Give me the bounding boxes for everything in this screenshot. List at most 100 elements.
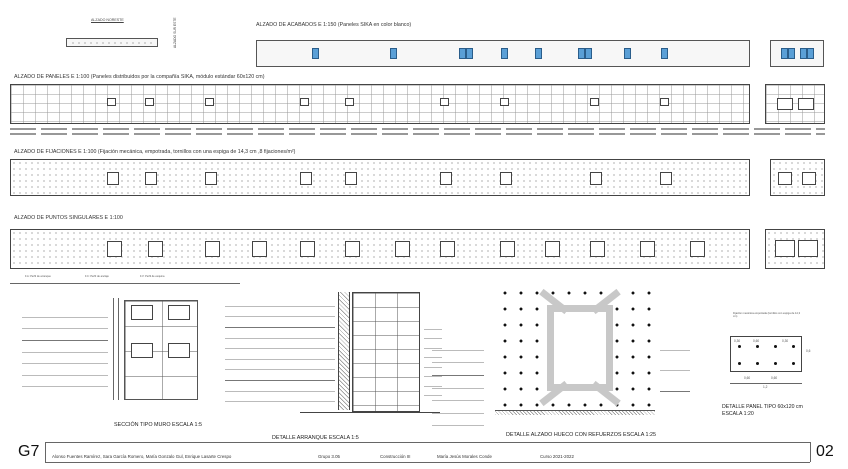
panel-tipo-dim: 0,30	[782, 339, 789, 343]
paneles-opening	[500, 98, 509, 106]
fijaciones-opening	[145, 172, 157, 185]
arranque-left-annotations	[225, 296, 335, 406]
seccion-panel-inset	[131, 343, 153, 358]
seccion-annotations	[22, 306, 108, 396]
fijaciones-opening	[300, 172, 312, 185]
fijaciones-elevation	[10, 159, 750, 196]
acabados-window	[535, 48, 542, 59]
seccion-panel-inset	[131, 305, 153, 320]
seccion-panel-inset	[168, 343, 190, 358]
acabados-window	[781, 48, 788, 59]
arranque-hatch-column	[338, 292, 350, 410]
puntos-opening	[252, 241, 267, 257]
puntos-opening	[107, 241, 122, 257]
puntos-opening	[640, 241, 655, 257]
panel-tipo-dim: 1,2	[763, 385, 768, 389]
acabados-window	[312, 48, 319, 59]
puntos-opening	[345, 241, 360, 257]
acabados-window	[788, 48, 795, 59]
fijaciones-opening	[778, 172, 792, 185]
acabados-window	[624, 48, 631, 59]
footer-sheet-number: 02	[816, 443, 834, 460]
acabados-window	[578, 48, 585, 59]
paneles-opening	[590, 98, 599, 106]
alzado-sureste-label: ALZADO SUR ESTE	[173, 17, 177, 48]
seccion-wall-line	[113, 298, 114, 400]
footer-curso: Curso 2021-2022	[540, 454, 574, 459]
legend-item-esquina: F.V: Perfil de esquina	[140, 275, 165, 278]
panel-types-legend	[10, 128, 825, 138]
puntos-elevation	[10, 229, 750, 269]
fijaciones-opening	[660, 172, 672, 185]
legend-item-arranque: F.A: Perfil de arranque	[25, 275, 51, 278]
puntos-opening	[300, 241, 315, 257]
fijaciones-opening	[500, 172, 512, 185]
paneles-elevation	[10, 84, 750, 124]
paneles-opening	[345, 98, 354, 106]
alzado-noreste-pattern	[70, 40, 154, 45]
fijaciones-opening	[802, 172, 816, 185]
hueco-base-hatch	[495, 411, 655, 415]
acabados-window	[501, 48, 508, 59]
puntos-opening	[395, 241, 410, 257]
legend-rule	[10, 283, 240, 284]
panel-tipo-fixing-point	[756, 362, 759, 365]
hueco-reinforcement	[547, 305, 613, 391]
puntos-opening	[590, 241, 605, 257]
acabados-window	[390, 48, 397, 59]
panel-tipo-fixing-point	[738, 345, 741, 348]
paneles-opening	[205, 98, 214, 106]
seccion-wall-line	[118, 298, 119, 400]
puntos-opening	[205, 241, 220, 257]
panel-tipo-dim-line	[730, 383, 802, 384]
acabados-window	[585, 48, 592, 59]
legend-item-anclaje: F.C: Perfil de anclaje	[85, 275, 109, 278]
arranque-caption: DETALLE ARRANQUE ESCALA 1:5	[272, 435, 359, 441]
footer-right-rule	[810, 442, 811, 462]
acabados-window	[661, 48, 668, 59]
puntos-opening	[440, 241, 455, 257]
paneles-opening	[145, 98, 154, 106]
paneles-opening	[300, 98, 309, 106]
hueco-caption: DETALLE ALZADO HUECO CON REFUERZOS ESCAL…	[506, 432, 656, 438]
fijaciones-title: ALZADO DE FIJACIONES E 1:100 (Fijación m…	[14, 149, 296, 155]
footer-authors: Alonso Fuentes Ramírez, Sara García Rome…	[52, 454, 232, 459]
acabados-window	[807, 48, 814, 59]
hueco-base-line	[495, 410, 655, 411]
panel-tipo-caption-1: DETALLE PANEL TIPO 60x120 cm	[722, 404, 803, 410]
fijaciones-opening	[440, 172, 452, 185]
panel-tipo-fixing-point	[792, 362, 795, 365]
acabados-side-elevation	[770, 40, 824, 67]
panel-tipo-dim: 0,30	[734, 339, 741, 343]
acabados-window	[459, 48, 466, 59]
panel-tipo-note: Fijación mecánica empotrada (tornillos c…	[733, 312, 801, 319]
panel-tipo-dim: 0,60	[771, 376, 778, 380]
panel-tipo-fixing-point	[774, 362, 777, 365]
footer-left-rule	[45, 442, 46, 462]
paneles-side-elevation	[765, 84, 825, 124]
arranque-ground-line	[300, 412, 440, 413]
acabados-window	[800, 48, 807, 59]
panel-tipo-dim: 0,60	[744, 376, 751, 380]
seccion-caption: SECCIÓN TIPO MURO ESCALA 1:5	[114, 422, 202, 428]
footer-top-rule	[45, 442, 810, 443]
seccion-panel-inset	[168, 305, 190, 320]
puntos-opening	[690, 241, 705, 257]
hueco-annotations	[432, 338, 484, 426]
acabados-title: ALZADO DE ACABADOS E 1:150 (Paneles SIKA…	[256, 22, 412, 28]
paneles-opening	[798, 98, 814, 110]
puntos-opening	[500, 241, 515, 257]
paneles-opening	[777, 98, 793, 110]
puntos-opening	[148, 241, 163, 257]
puntos-opening	[775, 240, 795, 257]
hueco-right-annotations	[660, 330, 690, 410]
panel-tipo-fixing-point	[792, 345, 795, 348]
arranque-brick-wall	[352, 292, 420, 412]
panel-tipo-fixing-point	[738, 362, 741, 365]
panel-tipo-dim: 0,6	[806, 349, 811, 353]
paneles-opening	[440, 98, 449, 106]
paneles-title: ALZADO DE PANELES E 1:100 (Paneles distr…	[14, 74, 265, 80]
fijaciones-opening	[590, 172, 602, 185]
footer-grupo: Grupo 3.05	[318, 454, 340, 459]
paneles-opening	[660, 98, 669, 106]
